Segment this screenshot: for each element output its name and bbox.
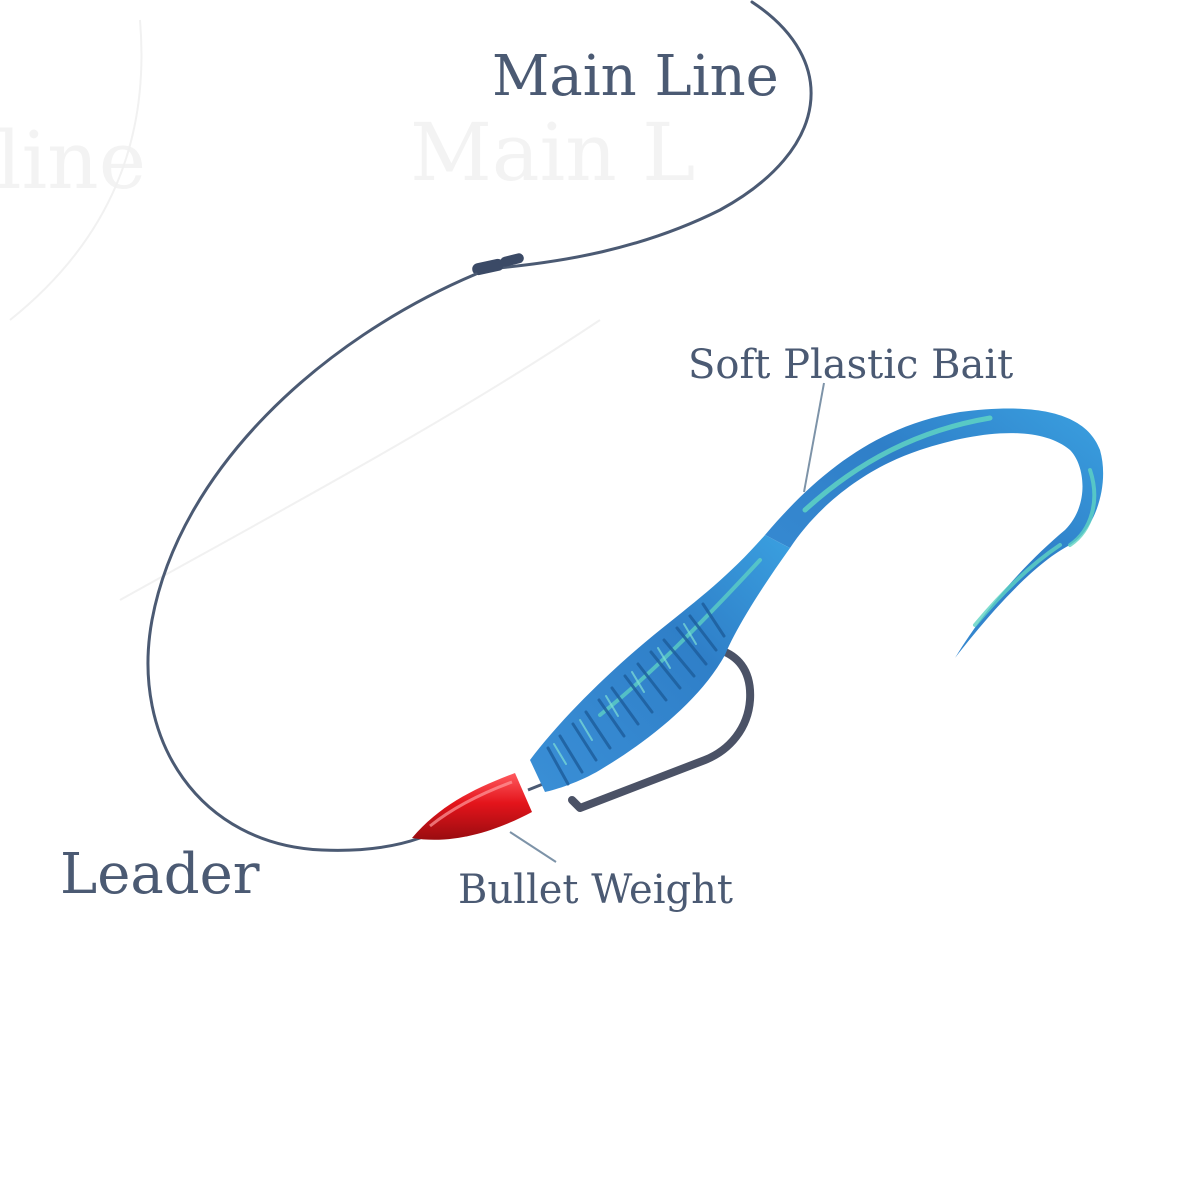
bait-pointer-line <box>803 382 825 493</box>
hook-icon <box>568 646 755 812</box>
ghost-text-center: Main L <box>410 106 695 199</box>
ghost-text-left: line <box>0 114 146 207</box>
soft-plastic-bait-icon <box>530 408 1104 792</box>
bullet-weight-icon <box>412 773 532 840</box>
ghost-line <box>119 319 601 601</box>
label-bullet-weight: Bullet Weight <box>458 867 733 913</box>
weight-pointer-line <box>509 831 557 863</box>
label-leader: Leader <box>60 842 260 907</box>
main-line <box>496 0 813 270</box>
swivel-icon <box>472 253 524 276</box>
label-soft-plastic-bait: Soft Plastic Bait <box>688 342 1013 388</box>
ghost-curve <box>9 19 143 321</box>
label-main-line: Main Line <box>492 44 779 109</box>
leader-line <box>146 272 478 852</box>
